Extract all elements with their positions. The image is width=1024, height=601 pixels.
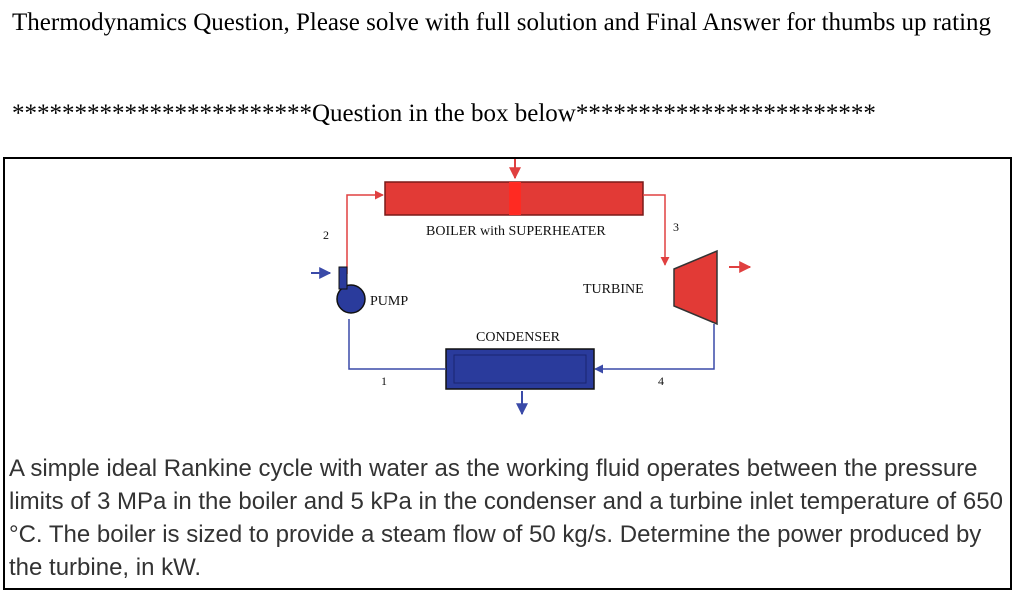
question-title: Thermodynamics Question, Please solve wi… (12, 9, 992, 36)
condenser-inner (453, 354, 587, 384)
state-2-label: 2 (323, 228, 329, 242)
pump (336, 284, 366, 314)
boiler-label: BOILER with SUPERHEATER (426, 224, 606, 239)
question-box: BOILER with SUPERHEATER TURBINE PUMP CON… (3, 157, 1012, 590)
state-4-label: 4 (658, 374, 664, 388)
pump-inlet (338, 266, 348, 290)
pipe-boiler-to-turbine (643, 194, 670, 266)
condenser-label: CONDENSER (476, 330, 561, 345)
pipe-condenser-to-pump (348, 319, 446, 370)
boiler-highlight (509, 182, 521, 215)
pump-label: PUMP (370, 294, 408, 309)
question-text: A simple ideal Rankine cycle with water … (9, 455, 1003, 581)
condenser (445, 348, 595, 390)
state-1-label: 1 (381, 374, 387, 388)
rankine-cycle-diagram: BOILER with SUPERHEATER TURBINE PUMP CON… (311, 159, 752, 416)
pipe-2-to-boiler (346, 190, 384, 274)
state-3-label: 3 (673, 220, 679, 234)
pipe-turbine-to-condenser (594, 324, 715, 374)
turbine-label: TURBINE (583, 282, 644, 297)
turbine (673, 249, 718, 326)
question-separator: ************************Question in the … (12, 100, 876, 127)
